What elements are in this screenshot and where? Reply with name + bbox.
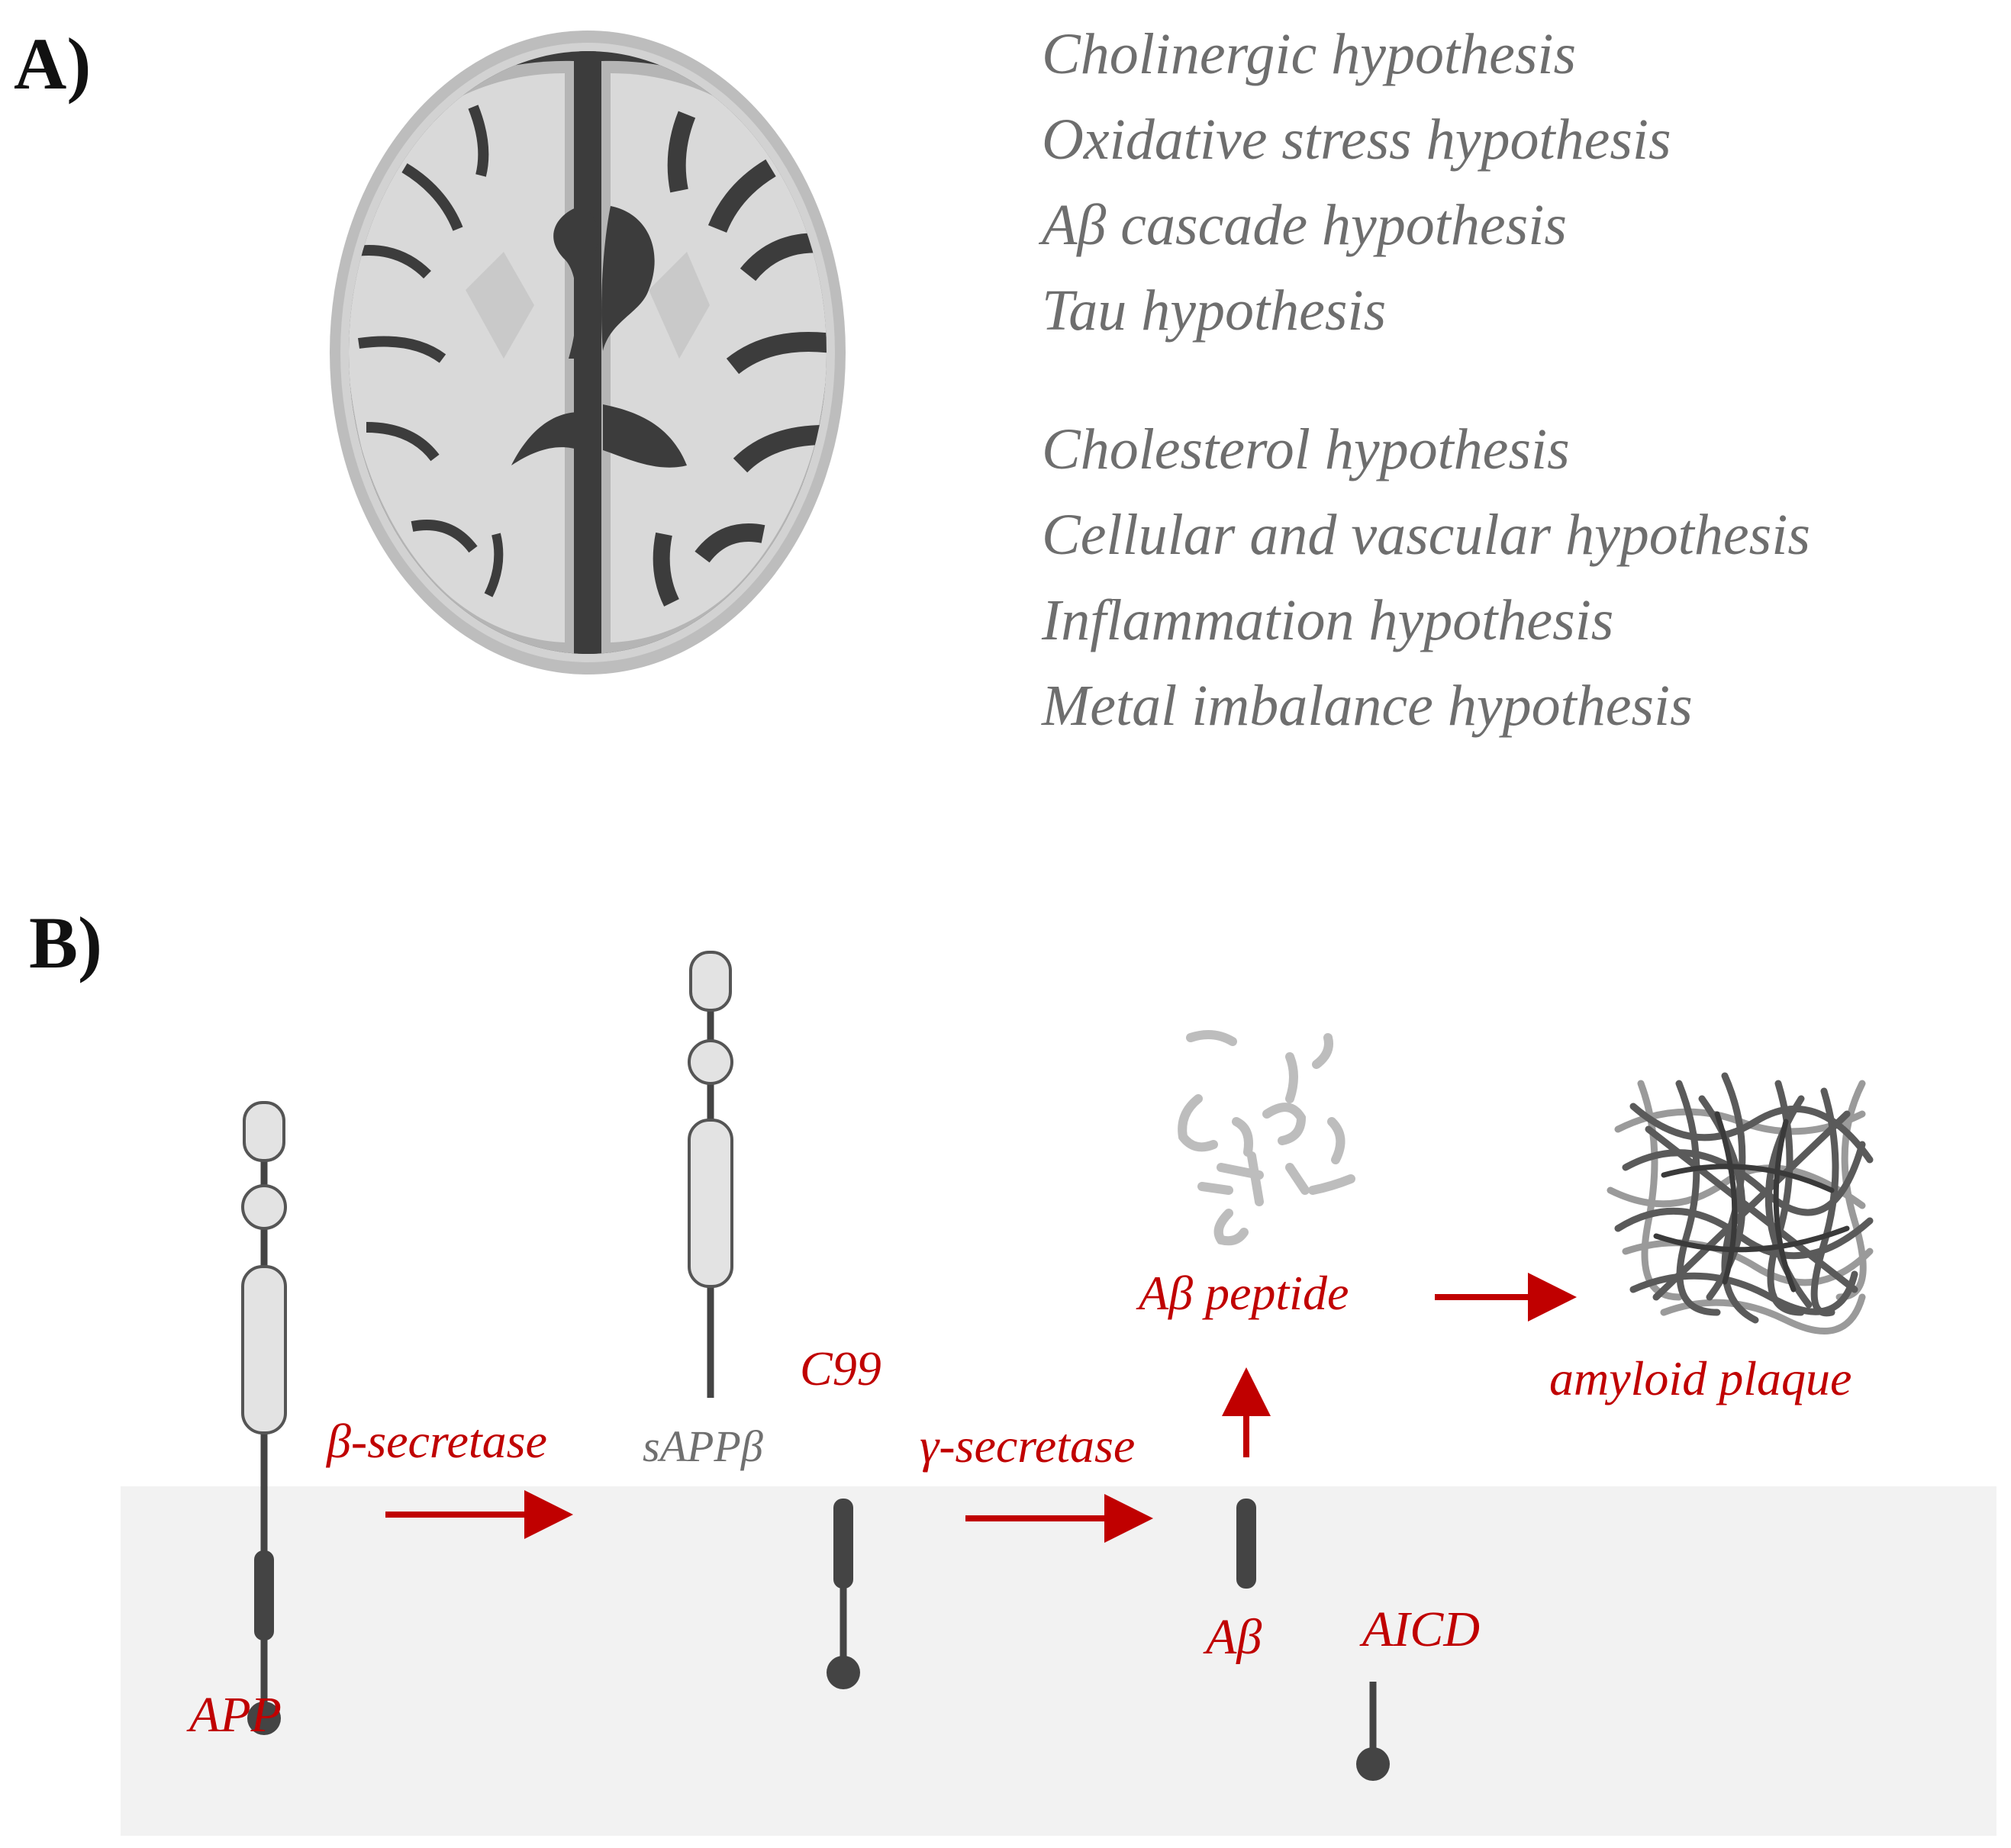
- panel-a-label: A): [14, 23, 92, 105]
- panel-b-label: B): [29, 902, 102, 984]
- hypothesis-metal-imbalance: Metal imbalance hypothesis: [1042, 674, 1693, 738]
- hypothesis-abeta-cascade: Aβ cascade hypothesis: [1042, 193, 1567, 257]
- beta-secretase-label: β-secretase: [327, 1414, 547, 1468]
- abeta-peptide-label: Aβ peptide: [1139, 1266, 1349, 1320]
- gamma-secretase-label: γ-secretase: [920, 1418, 1136, 1473]
- amyloid-plaque-illustration: [1607, 1072, 1874, 1334]
- hypothesis-cholesterol: Cholesterol hypothesis: [1042, 417, 1570, 481]
- abeta-label: Aβ: [1206, 1609, 1262, 1665]
- cell-membrane: [121, 1486, 1996, 1836]
- sapp-beta-label: sAPPβ: [643, 1421, 763, 1471]
- amyloid-plaque-label: amyloid plaque: [1549, 1351, 1852, 1405]
- app-label: APP: [189, 1687, 282, 1743]
- abeta-peptide-cluster: [1178, 1030, 1355, 1246]
- c99-fragment: [827, 1499, 860, 1689]
- hypothesis-oxidative: Oxidative stress hypothesis: [1042, 108, 1671, 172]
- hypothesis-cellular-vascular: Cellular and vascular hypothesis: [1042, 503, 1810, 567]
- sapp-beta-fragment: [688, 951, 733, 1398]
- hypothesis-cholinergic: Cholinergic hypothesis: [1042, 22, 1577, 86]
- aicd-label: AICD: [1362, 1602, 1480, 1657]
- abeta-fragment: [1236, 1499, 1256, 1589]
- brain-illustration: [330, 31, 846, 674]
- app-protein: [241, 1101, 287, 1735]
- hypothesis-tau: Tau hypothesis: [1042, 278, 1387, 343]
- hypothesis-inflammation: Inflammation hypothesis: [1042, 588, 1614, 652]
- aicd-fragment: [1356, 1682, 1390, 1781]
- c99-label: C99: [800, 1341, 881, 1396]
